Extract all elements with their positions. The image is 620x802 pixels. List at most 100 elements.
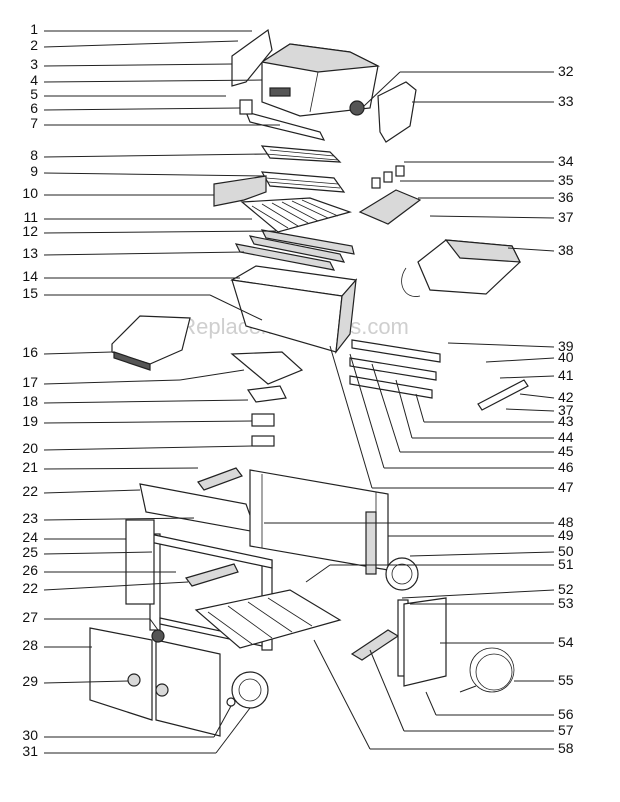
side-panel-left	[125, 519, 155, 605]
cabinet-doors	[89, 627, 221, 737]
label-26: 26	[22, 562, 38, 578]
label-27: 27	[22, 609, 38, 625]
label-55: 55	[558, 672, 574, 688]
control-knob-3	[395, 165, 405, 177]
label-24: 24	[22, 529, 38, 545]
wheel-left	[231, 671, 269, 709]
label-31: 31	[22, 743, 38, 759]
label-53: 53	[558, 595, 574, 611]
back-frame	[249, 469, 419, 591]
catch-pan-holder	[246, 385, 287, 403]
label-9: 9	[30, 163, 38, 179]
label-51: 51	[558, 556, 574, 572]
label-38: 38	[558, 242, 574, 258]
side-burner-box	[401, 239, 522, 297]
label-19: 19	[22, 413, 38, 429]
control-bracket	[350, 629, 400, 661]
label-56: 56	[558, 706, 574, 722]
cookbox	[230, 265, 358, 355]
label-43: 43	[558, 413, 574, 429]
label-35: 35	[558, 172, 574, 188]
drip-pan	[251, 413, 275, 427]
catch-pan	[251, 435, 275, 447]
label-57: 57	[558, 722, 574, 738]
control-knob-1	[371, 177, 381, 189]
hood-end-cap-right	[377, 81, 417, 143]
label-34: 34	[558, 153, 574, 169]
label-29: 29	[22, 673, 38, 689]
wheel-right	[385, 557, 419, 591]
label-4: 4	[30, 72, 38, 88]
label-52: 52	[558, 581, 574, 597]
label-17: 17	[22, 374, 38, 390]
warming-rack	[260, 145, 346, 193]
label-30: 30	[22, 727, 38, 743]
label-10: 10	[22, 185, 38, 201]
label-28: 28	[22, 637, 38, 653]
labels-left: 1 2 3 4 5 6 7 8 9 10 11 12 13 14 15 16 1…	[22, 21, 280, 759]
label-49: 49	[558, 527, 574, 543]
label-8: 8	[30, 147, 38, 163]
label-25: 25	[22, 544, 38, 560]
label-37b: 37	[558, 402, 574, 418]
label-33: 33	[558, 93, 574, 109]
label-22b: 22	[22, 580, 38, 596]
label-23: 23	[22, 510, 38, 526]
label-44: 44	[558, 429, 574, 445]
hood-handle	[244, 111, 326, 141]
label-18: 18	[22, 393, 38, 409]
label-7: 7	[30, 115, 38, 131]
burner-tubes	[349, 339, 441, 399]
smoker-box	[213, 175, 267, 207]
label-16: 16	[22, 344, 38, 360]
label-54: 54	[558, 634, 574, 650]
label-50: 50	[558, 543, 574, 559]
label-20: 20	[22, 440, 38, 456]
label-39: 39	[558, 338, 574, 354]
label-11: 11	[23, 209, 38, 225]
handle-bracket	[239, 99, 253, 115]
hood-part	[260, 43, 381, 117]
label-37: 37	[558, 209, 574, 225]
side-table-left	[111, 315, 191, 371]
door-handle-left	[127, 673, 141, 687]
label-32: 32	[558, 63, 574, 79]
label-15: 15	[22, 285, 38, 301]
labels-right: 32 33 34 35 36 37 38 39 40 41 42 37 43 4…	[264, 63, 574, 756]
cooking-grates	[240, 197, 353, 233]
label-14: 14	[22, 268, 38, 284]
hubcap	[226, 697, 236, 707]
manifold-bracket	[477, 379, 529, 411]
label-22: 22	[22, 483, 38, 499]
label-2: 2	[30, 37, 38, 53]
label-6: 6	[30, 100, 38, 116]
label-3: 3	[30, 56, 38, 72]
bottom-shelf	[194, 589, 342, 649]
label-13: 13	[22, 245, 38, 261]
label-48: 48	[558, 514, 574, 530]
label-21: 21	[22, 459, 38, 475]
label-1: 1	[30, 21, 38, 37]
thermometer-part	[349, 100, 365, 116]
label-5: 5	[30, 86, 38, 102]
label-42: 42	[558, 389, 574, 405]
hood-end-cap-left	[231, 28, 273, 87]
label-41: 41	[558, 367, 574, 383]
flavorizer-bars	[234, 229, 355, 271]
bottom-tray	[230, 351, 304, 385]
control-panel	[358, 189, 422, 225]
label-36: 36	[558, 189, 574, 205]
cart-frame	[125, 467, 273, 651]
caster-wheel	[151, 629, 165, 643]
label-46: 46	[558, 459, 574, 475]
control-knob-2	[383, 171, 393, 183]
label-40: 40	[558, 349, 574, 365]
gas-hose	[459, 647, 515, 693]
gas-panel	[403, 597, 447, 687]
label-58: 58	[558, 740, 574, 756]
door-handle-right	[155, 683, 169, 697]
label-47: 47	[558, 479, 574, 495]
label-45: 45	[558, 443, 574, 459]
label-12: 12	[22, 223, 38, 239]
